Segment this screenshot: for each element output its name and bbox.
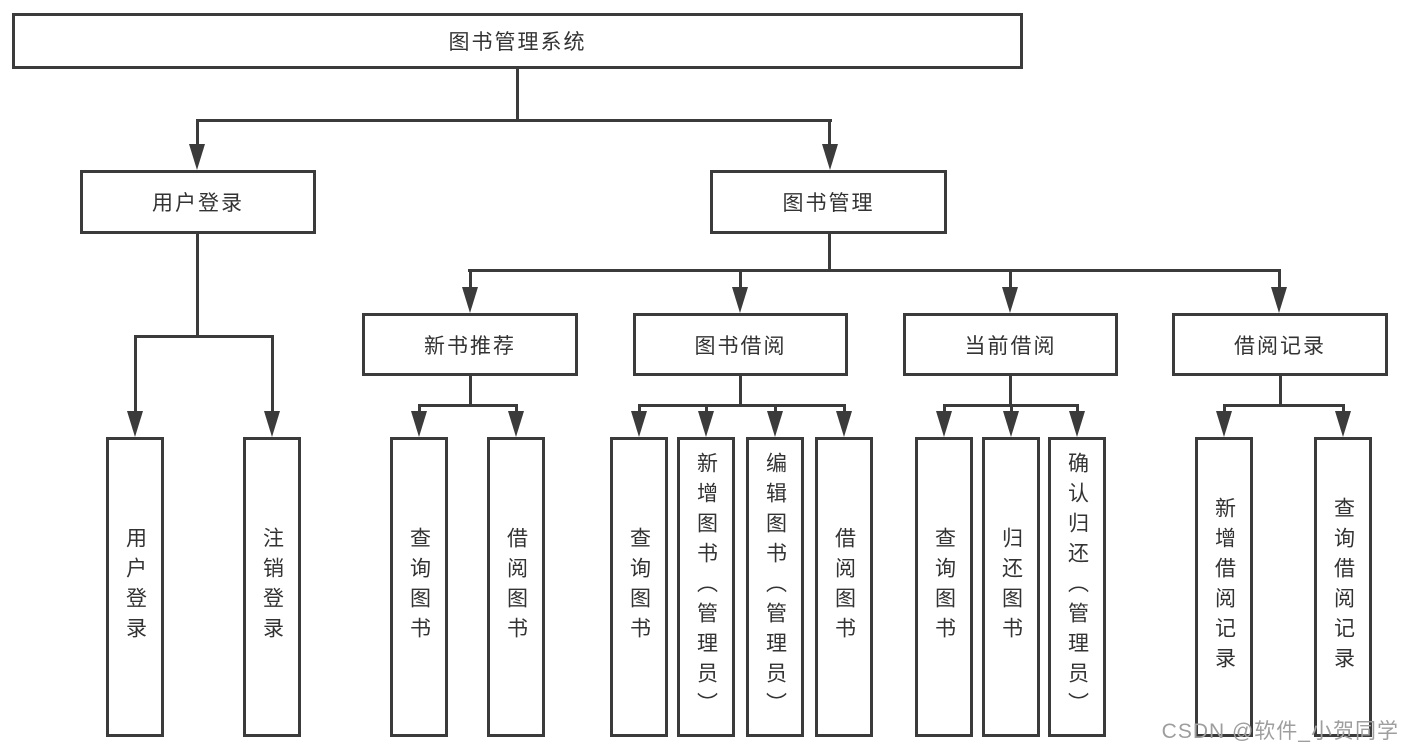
arrow-down-icon — [936, 411, 952, 437]
node-user-login: 用户登录 — [80, 170, 316, 234]
connector-line — [1223, 404, 1226, 415]
node-label: 注销登录 — [260, 527, 284, 647]
node-label: 用户登录 — [123, 527, 147, 647]
node-label: 图书管理系统 — [448, 31, 587, 54]
connector-line — [1009, 269, 1012, 291]
connector-line — [638, 404, 641, 415]
arrow-down-icon — [462, 287, 478, 313]
arrow-down-icon — [264, 411, 280, 437]
connector-line — [1009, 376, 1012, 407]
leaf-cb-return-books: 归还图书 — [982, 437, 1040, 737]
leaf-bb-edit-books: 编辑图书（管理员） — [746, 437, 804, 737]
arrow-down-icon — [1003, 411, 1019, 437]
connector-line — [469, 269, 472, 291]
node-label: 新增图书（管理员） — [694, 452, 718, 722]
node-label: 编辑图书（管理员） — [763, 452, 787, 722]
leaf-bb-query-books: 查询图书 — [610, 437, 668, 737]
node-new-book-recommend: 新书推荐 — [362, 313, 578, 376]
connector-line — [774, 404, 777, 415]
node-label: 查询图书 — [627, 527, 651, 647]
connector-line — [196, 119, 832, 122]
node-label: 新增借阅记录 — [1212, 497, 1236, 677]
node-current-borrow: 当前借阅 — [903, 313, 1118, 376]
arrow-down-icon — [1335, 411, 1351, 437]
node-label: 查询图书 — [407, 527, 431, 647]
leaf-user-login: 用户登录 — [106, 437, 164, 737]
leaf-cb-query-books: 查询图书 — [915, 437, 973, 737]
connector-line — [516, 69, 519, 121]
connector-line — [468, 269, 1281, 272]
connector-line — [828, 234, 831, 271]
arrow-down-icon — [732, 287, 748, 313]
connector-line — [828, 119, 831, 147]
connector-line — [943, 404, 946, 415]
arrow-down-icon — [836, 411, 852, 437]
leaf-rec-borrow-books: 借阅图书 — [487, 437, 545, 737]
connector-line — [469, 376, 472, 407]
connector-line — [1279, 376, 1282, 407]
connector-line — [418, 404, 421, 415]
connector-line — [843, 404, 846, 415]
leaf-logout: 注销登录 — [243, 437, 301, 737]
node-label: 用户登录 — [152, 192, 244, 215]
connector-line — [1342, 404, 1345, 415]
leaf-rec-query-books: 查询图书 — [390, 437, 448, 737]
leaf-bb-borrow-books: 借阅图书 — [815, 437, 873, 737]
connector-line — [419, 404, 517, 407]
node-book-borrow: 图书借阅 — [633, 313, 848, 376]
connector-line — [196, 234, 199, 338]
connector-line — [739, 269, 742, 291]
connector-line — [1076, 404, 1079, 415]
node-label: 图书管理 — [782, 192, 875, 215]
connector-line — [134, 335, 137, 413]
node-library-system: 图书管理系统 — [12, 13, 1023, 69]
connector-line — [705, 404, 708, 415]
connector-line — [134, 335, 274, 338]
node-book-management: 图书管理 — [710, 170, 947, 234]
connector-line — [515, 404, 518, 415]
arrow-down-icon — [1069, 411, 1085, 437]
watermark: CSDN @软件_小贺同学 — [1161, 720, 1399, 743]
arrow-down-icon — [189, 144, 205, 170]
node-label: 新书推荐 — [424, 334, 516, 358]
node-label: 借阅图书 — [832, 527, 856, 647]
leaf-bb-add-books: 新增图书（管理员） — [677, 437, 735, 737]
node-label: 查询借阅记录 — [1331, 497, 1355, 677]
arrow-down-icon — [508, 411, 524, 437]
connector-line — [1278, 269, 1281, 291]
arrow-down-icon — [1002, 287, 1018, 313]
node-label: 图书借阅 — [694, 334, 787, 358]
node-label: 借阅图书 — [504, 527, 528, 647]
arrow-down-icon — [1271, 287, 1287, 313]
node-label: 借阅记录 — [1234, 334, 1326, 358]
node-label: 确认归还（管理员） — [1065, 452, 1089, 722]
connector-line — [639, 404, 845, 407]
connector-line — [196, 119, 199, 147]
leaf-br-query-record: 查询借阅记录 — [1314, 437, 1372, 737]
arrow-down-icon — [698, 411, 714, 437]
leaf-br-add-record: 新增借阅记录 — [1195, 437, 1253, 737]
arrow-down-icon — [822, 144, 838, 170]
arrow-down-icon — [127, 411, 143, 437]
connector-line — [739, 376, 742, 407]
node-borrow-records: 借阅记录 — [1172, 313, 1388, 376]
arrow-down-icon — [1216, 411, 1232, 437]
node-label: 查询图书 — [932, 527, 956, 647]
connector-line — [271, 335, 274, 413]
leaf-cb-confirm-return: 确认归还（管理员） — [1048, 437, 1106, 737]
arrow-down-icon — [411, 411, 427, 437]
node-label: 当前借阅 — [964, 334, 1057, 358]
arrow-down-icon — [767, 411, 783, 437]
connector-line — [1224, 404, 1344, 407]
arrow-down-icon — [631, 411, 647, 437]
connector-line — [1010, 404, 1013, 415]
node-label: 归还图书 — [999, 527, 1023, 647]
